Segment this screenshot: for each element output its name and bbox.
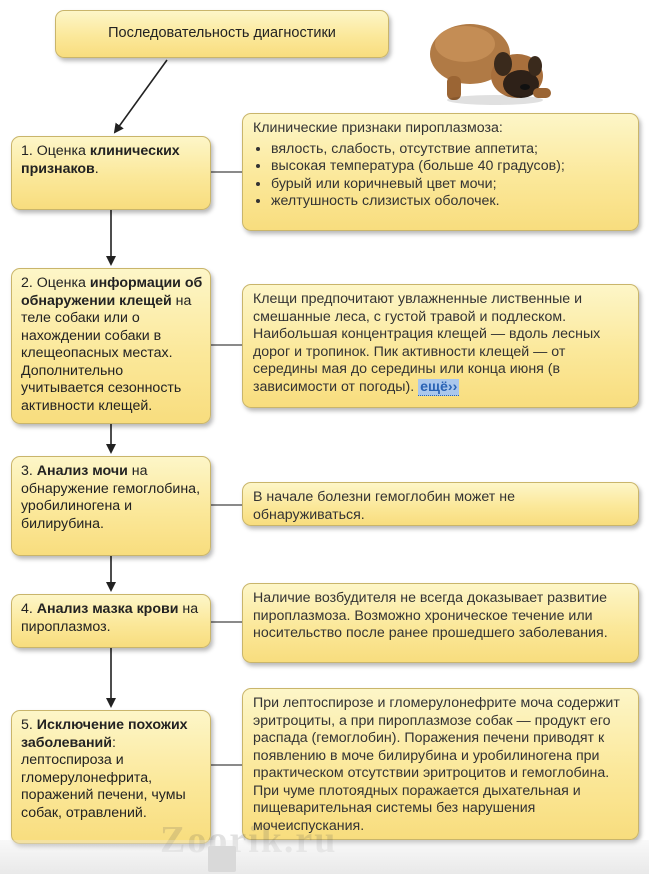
step-4-prefix: 4. xyxy=(21,601,37,617)
info-1: Клинические признаки пироплазмоза: вялос… xyxy=(242,113,639,231)
list-item: бурый или коричневый цвет мочи; xyxy=(271,176,630,194)
info-5-text: При лептоспирозе и гломерулонефрите моча… xyxy=(253,695,620,834)
title-box: Последовательность диагностики xyxy=(55,10,389,58)
more-link[interactable]: ещё›› xyxy=(418,378,460,396)
step-2: 2. Оценка информации об обнаружении клещ… xyxy=(11,268,211,424)
step-1-suffix: . xyxy=(94,160,99,177)
bottom-fade xyxy=(0,840,649,874)
info-3-text: В начале болезни гемоглобин может не обн… xyxy=(253,489,515,523)
step-5-prefix: 5. xyxy=(21,717,37,733)
info-2-text: Клещи предпочитают увлажненные лиственны… xyxy=(253,291,601,395)
step-4-bold: Анализ мазка крови xyxy=(36,601,179,617)
step-1-bold: клинических признаков xyxy=(21,143,180,177)
step-1: 1. Оценка клинических признаков. xyxy=(11,136,211,210)
diagram-title: Последовательность диагностики xyxy=(108,25,336,42)
info-2: Клещи предпочитают увлажненные лиственны… xyxy=(242,284,639,408)
step-2-bold: информации об обнаружении клещей xyxy=(21,275,203,309)
info-5: При лептоспирозе и гломерулонефрите моча… xyxy=(242,688,639,840)
dog-image xyxy=(430,24,551,105)
step-3-prefix: 3. xyxy=(21,463,37,479)
step-5-bold: Исключение похожих заболеваний xyxy=(21,717,188,751)
step-5: 5. Исключение похожих заболеваний: лепто… xyxy=(11,710,211,844)
step-3: 3. Анализ мочи на обнаружение гемоглобин… xyxy=(11,456,211,556)
step-3-bold: Анализ мочи xyxy=(36,463,128,479)
step-2-prefix: 2. Оценка xyxy=(21,275,90,291)
fade-blob xyxy=(208,846,236,872)
info-1-list: вялость, слабость, отсутствие аппетита; … xyxy=(253,141,630,211)
info-1-intro: Клинические признаки пироплазмоза: xyxy=(253,120,503,136)
list-item: желтушность слизистых оболочек. xyxy=(271,193,630,211)
step-4-suffix: на пироплазмоз. xyxy=(21,601,199,635)
arrow-title-to-step1 xyxy=(113,59,168,134)
list-item: вялость, слабость, отсутствие аппетита; xyxy=(271,141,630,159)
info-3: В начале болезни гемоглобин может не обн… xyxy=(242,482,639,526)
list-item: высокая температура (больше 40 градусов)… xyxy=(271,158,630,176)
step-2-suffix: на теле собаки или о нахождении собаки в… xyxy=(21,292,192,414)
step-5-suffix: : лептоспироза и гломерулонефрита, пораж… xyxy=(21,734,186,821)
info-4: Наличие возбудителя не всегда доказывает… xyxy=(242,583,639,663)
info-4-text: Наличие возбудителя не всегда доказывает… xyxy=(253,590,608,641)
step-4: 4. Анализ мазка крови на пироплазмоз. xyxy=(11,594,211,648)
step-1-prefix: 1. Оценка xyxy=(21,143,90,159)
step-3-suffix: на обнаружение гемоглобина, уробилиноген… xyxy=(21,463,201,532)
